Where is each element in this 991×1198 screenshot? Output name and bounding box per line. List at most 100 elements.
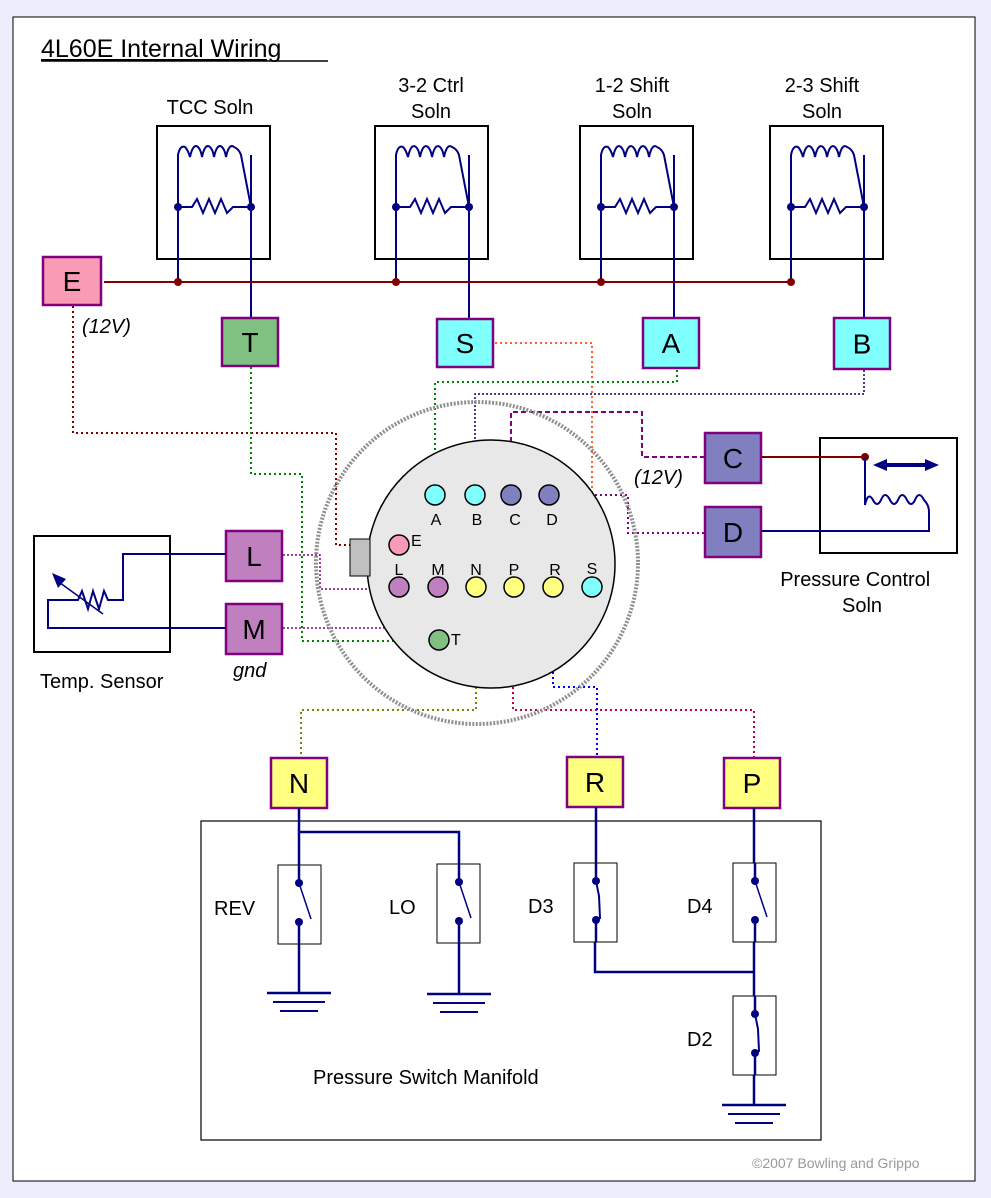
terminal-label: M — [242, 614, 265, 645]
terminal-box — [41, 255, 103, 307]
connector-pin-t: T — [428, 629, 461, 651]
thermistor-variable-line — [55, 579, 104, 615]
wire-c — [510, 411, 705, 485]
terminal-s: S — [435, 317, 495, 369]
thermistor-arrow-icon — [52, 573, 66, 588]
wire-b — [474, 370, 865, 485]
connector-pin-s: S — [581, 561, 603, 598]
terminal-box — [832, 316, 892, 371]
solenoid-resistor — [791, 196, 864, 216]
terminal-a: A — [641, 316, 701, 370]
connector-pin-b: B — [464, 484, 486, 529]
switch-blade-closed — [595, 880, 602, 921]
temp-sensor-label: Temp. Sensor — [40, 671, 164, 693]
switch-blade-open — [754, 880, 768, 918]
terminal-label: S — [456, 328, 475, 359]
solenoid-resistor — [601, 196, 674, 216]
terminal-c: C — [703, 431, 763, 485]
wire-d — [560, 494, 705, 534]
junction-dot — [860, 203, 868, 211]
pin-label: N — [470, 562, 482, 579]
pin-label: M — [431, 562, 444, 579]
connector-pin-p: P — [503, 562, 525, 598]
terminal-box — [722, 756, 782, 810]
pressure-switch-lo: LO — [389, 863, 481, 944]
terminal-label: N — [289, 768, 309, 799]
switch-blade-open — [458, 881, 472, 919]
thermistor-symbol — [47, 553, 226, 629]
solenoid-coil — [395, 145, 470, 208]
junction-dot — [670, 203, 678, 211]
terminal-box — [435, 317, 495, 369]
junction-dot — [465, 203, 473, 211]
switch-contact — [455, 917, 463, 925]
pin-label: P — [509, 562, 520, 579]
solenoid-box — [156, 125, 271, 260]
connector-pin-n: N — [465, 562, 487, 598]
ground-icon — [427, 992, 491, 1013]
terminal-t: T — [220, 316, 280, 368]
connector-pin-r: R — [542, 562, 564, 598]
solenoid-coil — [177, 145, 252, 208]
switch-blade-open — [298, 882, 312, 920]
wire-t — [250, 367, 428, 642]
wire-e — [72, 306, 388, 546]
pin-label: C — [509, 512, 521, 529]
junction-dot — [392, 203, 400, 211]
terminal-n: N — [269, 756, 329, 810]
connector-key-tab — [349, 538, 371, 577]
pin-circle — [388, 534, 410, 556]
solenoid-resistor — [178, 196, 251, 216]
connector-pin-d: D — [538, 484, 560, 529]
terminal-label: T — [241, 327, 258, 358]
terminal-box — [224, 529, 284, 583]
solenoid-resistor — [396, 196, 469, 216]
pin-label: T — [451, 632, 461, 649]
c-voltage-note: (12V) — [634, 467, 683, 489]
pin-label: D — [546, 512, 558, 529]
switch-label: D4 — [687, 896, 713, 918]
pin-circle — [503, 576, 525, 598]
double-arrow-icon — [873, 459, 939, 471]
terminal-label: E — [63, 266, 82, 297]
pressure-control-solenoid: Pressure Control Soln — [761, 437, 958, 617]
switch-label: D2 — [687, 1029, 713, 1051]
terminal-box — [641, 316, 701, 370]
pressure-switch-d2: D2 — [687, 995, 777, 1076]
terminal-d: D — [703, 505, 763, 559]
pcs-coil — [761, 494, 930, 532]
pressure-switch-d3: D3 — [528, 862, 618, 943]
pin-circle — [424, 484, 446, 506]
manifold-box — [200, 820, 822, 1141]
connector-pin-m: M — [427, 562, 449, 598]
pressure-control-box — [819, 437, 958, 554]
pin-circle — [538, 484, 560, 506]
pin-circle — [581, 576, 603, 598]
terminal-label: R — [585, 767, 605, 798]
junction-dot — [247, 203, 255, 211]
junction-dot — [787, 203, 795, 211]
pressure-switch-rev: REV — [214, 864, 322, 945]
terminal-label: C — [723, 443, 743, 474]
switch-contact — [751, 916, 759, 924]
wire-a — [434, 370, 678, 480]
terminal-box — [220, 316, 280, 368]
solenoid-label: TCC Soln — [167, 97, 254, 119]
pin-circle — [388, 576, 410, 598]
pin-label: S — [587, 561, 598, 578]
terminal-p: P — [722, 756, 782, 810]
terminal-b: B — [832, 316, 892, 371]
terminal-e: E — [41, 255, 103, 307]
pin-circle — [464, 484, 486, 506]
switch-blade-closed — [754, 1013, 761, 1054]
ground-icon — [267, 991, 331, 1012]
